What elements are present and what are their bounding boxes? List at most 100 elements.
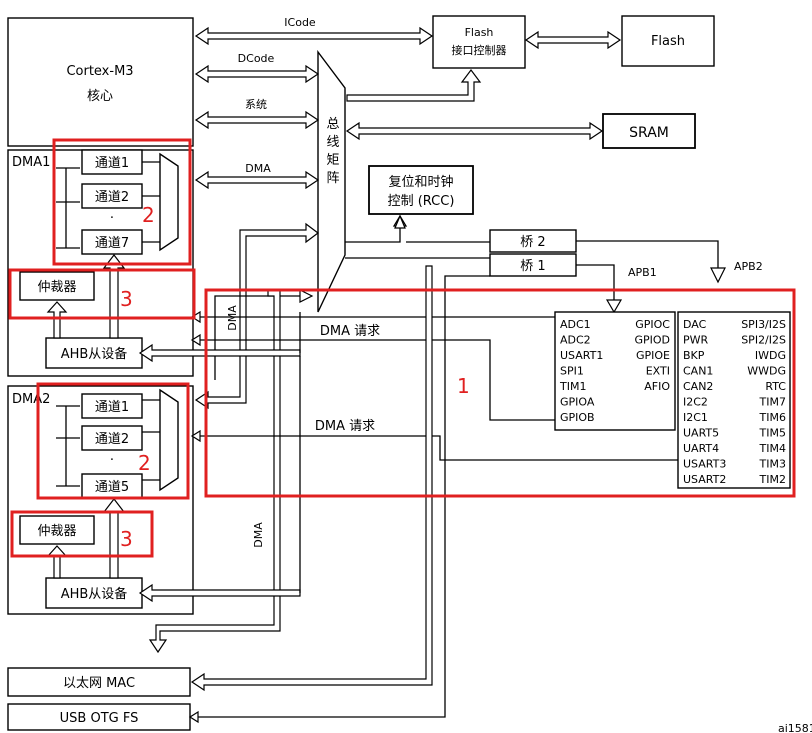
dma1-channel-inputs bbox=[56, 167, 80, 249]
dma2-to-matrix-arrow bbox=[194, 222, 319, 410]
dma1-ahb-slave: AHB从设备 bbox=[61, 346, 128, 362]
peripheral-label: CAN2 bbox=[683, 380, 713, 393]
apb1-left-column: DAC PWR BKP CAN1CAN2I2C2I2C1UART5UART4USART… bbox=[683, 318, 726, 486]
dma-request-line-2 bbox=[200, 435, 680, 461]
peripheral-label: GPIOB bbox=[560, 411, 595, 424]
peripheral-label: TIM3 bbox=[759, 458, 786, 471]
bridge-2: 桥 2 bbox=[489, 229, 577, 253]
peripheral-label: USART2 bbox=[683, 473, 726, 486]
peripheral-label: TIM6 bbox=[759, 411, 786, 424]
peripheral-label: PWR bbox=[683, 334, 709, 347]
dma2-label: DMA2 bbox=[12, 392, 50, 407]
peripheral-label: TIM5 bbox=[759, 427, 786, 440]
dma-paths: DMA DMA bbox=[138, 222, 319, 654]
peripheral-label: TIM2 bbox=[759, 473, 786, 486]
dcode-label: DCode bbox=[238, 52, 275, 65]
peripheral-label: RTC bbox=[765, 380, 786, 393]
figure-id: ai1581 bbox=[778, 722, 812, 733]
peripheral-label: GPIOC bbox=[635, 318, 670, 331]
rcc-label-2: 控制 (RCC) bbox=[388, 194, 455, 209]
system-bus-label: 系统 bbox=[245, 98, 267, 111]
dma2-channel-inputs bbox=[56, 405, 80, 487]
annotation-box-2-bottom bbox=[36, 382, 190, 500]
dma-request-arrow-2 bbox=[190, 429, 201, 443]
dma-request-lines: DMA 请求 DMA 请求 bbox=[190, 310, 680, 461]
usb-otg-fs: USB OTG FS bbox=[7, 703, 191, 731]
matrix-char-4: 阵 bbox=[326, 171, 339, 186]
ethernet-mac: 以太网 MAC bbox=[7, 667, 191, 697]
peripheral-label: TIM7 bbox=[759, 396, 786, 409]
dma-vertical-label-1: DMA bbox=[226, 305, 239, 331]
usb-label: USB OTG FS bbox=[60, 711, 139, 726]
dma-vertical-label-2: DMA bbox=[252, 522, 265, 548]
dma2-arbiter: 仲裁器 bbox=[37, 523, 76, 539]
bridge2-label: 桥 2 bbox=[520, 235, 545, 250]
flash-link-arrow bbox=[524, 30, 622, 50]
dma2-channel-2: 通道2 bbox=[95, 432, 129, 447]
dma1-dots: · bbox=[110, 211, 114, 226]
ethernet-label: 以太网 MAC bbox=[63, 676, 135, 691]
annotation-box-3-bottom bbox=[10, 510, 154, 558]
dma-request-label-2: DMA 请求 bbox=[315, 419, 375, 434]
peripheral-label: I2C2 bbox=[683, 396, 708, 409]
apb2-arrow-head bbox=[710, 267, 726, 284]
sram: SRAM bbox=[602, 113, 696, 149]
peripheral-label: AFIO bbox=[644, 380, 670, 393]
dma2-channel-5: 通道5 bbox=[95, 480, 129, 495]
rcc-label-1: 复位和时钟 bbox=[388, 174, 453, 190]
apb1-arrow-head bbox=[605, 299, 623, 314]
matrix-char-2: 线 bbox=[326, 135, 339, 150]
apb2-label: APB2 bbox=[734, 260, 763, 273]
bus-matrix: 总 线 矩 阵 bbox=[317, 49, 346, 313]
annotation-box-3-top bbox=[8, 268, 196, 320]
dma2-mux bbox=[159, 388, 179, 492]
peripheral-label: USART1 bbox=[560, 349, 603, 362]
apb1-bus-line bbox=[576, 264, 615, 300]
matrix-to-flash-arrow bbox=[346, 69, 482, 102]
matrix-char-1: 总 bbox=[326, 117, 339, 132]
flash-ctrl-label-1: Flash bbox=[465, 26, 494, 39]
apb1-peripherals: DAC PWR BKP CAN1CAN2I2C2I2C1UART5UART4USART… bbox=[677, 311, 791, 489]
dma2-ahb-slave: AHB从设备 bbox=[61, 586, 128, 602]
dma1-slave-arrow bbox=[46, 301, 68, 339]
dma-request-line-1b bbox=[200, 339, 558, 421]
peripheral-label: ADC1 bbox=[560, 318, 591, 331]
apb1-right-column: SPI3/I2SSPI2/I2SIWDGWWDGRTCTIM7TIM6TIM5T… bbox=[741, 318, 786, 486]
dma1-channel-7: 通道7 bbox=[95, 236, 129, 251]
dma-request-arrow-1 bbox=[190, 310, 201, 324]
cortex-m3-core: Cortex-M3 核心 bbox=[7, 17, 194, 147]
flash-interface-controller: Flash 接口控制器 bbox=[432, 15, 526, 69]
cpu-label-1: Cortex-M3 bbox=[66, 64, 133, 79]
peripheral-label: SPI2/I2S bbox=[741, 334, 786, 347]
dma2-channel-1: 通道1 bbox=[95, 400, 129, 415]
peripheral-label: UART4 bbox=[683, 442, 719, 455]
icode-label: ICode bbox=[284, 16, 316, 29]
dma-to-ethernet-arrow bbox=[148, 289, 281, 654]
dma-request-label-1: DMA 请求 bbox=[320, 324, 380, 339]
dma1-label: DMA1 bbox=[12, 155, 50, 170]
dma2-dots: · bbox=[110, 453, 114, 468]
dma1-channel-1: 通道1 bbox=[95, 156, 129, 171]
peripheral-label: BKP bbox=[683, 349, 705, 362]
peripheral-label: CAN1 bbox=[683, 365, 713, 378]
peripheral-label: DAC bbox=[683, 318, 707, 331]
dma-periph-arrow-head bbox=[299, 289, 314, 303]
dma1-channel-2: 通道2 bbox=[95, 190, 129, 205]
rcc-arrow-head bbox=[394, 214, 406, 229]
peripheral-label: UART5 bbox=[683, 427, 719, 440]
annotation-box-2-top bbox=[52, 138, 192, 266]
matrix-to-rcc-line bbox=[345, 214, 490, 243]
annotation-label-1: 1 bbox=[457, 374, 470, 398]
apb2-bus-line bbox=[576, 240, 719, 268]
peripheral-label: GPIOE bbox=[636, 349, 670, 362]
annotation-label-3-bottom: 3 bbox=[120, 527, 133, 551]
peripheral-label: SPI3/I2S bbox=[741, 318, 786, 331]
dma2-block: DMA2 通道1 通道2 · 通道5 仲裁器 AHB从设备 bbox=[7, 385, 194, 615]
peripheral-label: I2C1 bbox=[683, 411, 708, 424]
flash-memory: Flash bbox=[621, 15, 715, 67]
sram-label: SRAM bbox=[629, 125, 669, 141]
peripheral-label: GPIOA bbox=[560, 396, 595, 409]
dma-request-arrow-1b bbox=[190, 333, 201, 347]
